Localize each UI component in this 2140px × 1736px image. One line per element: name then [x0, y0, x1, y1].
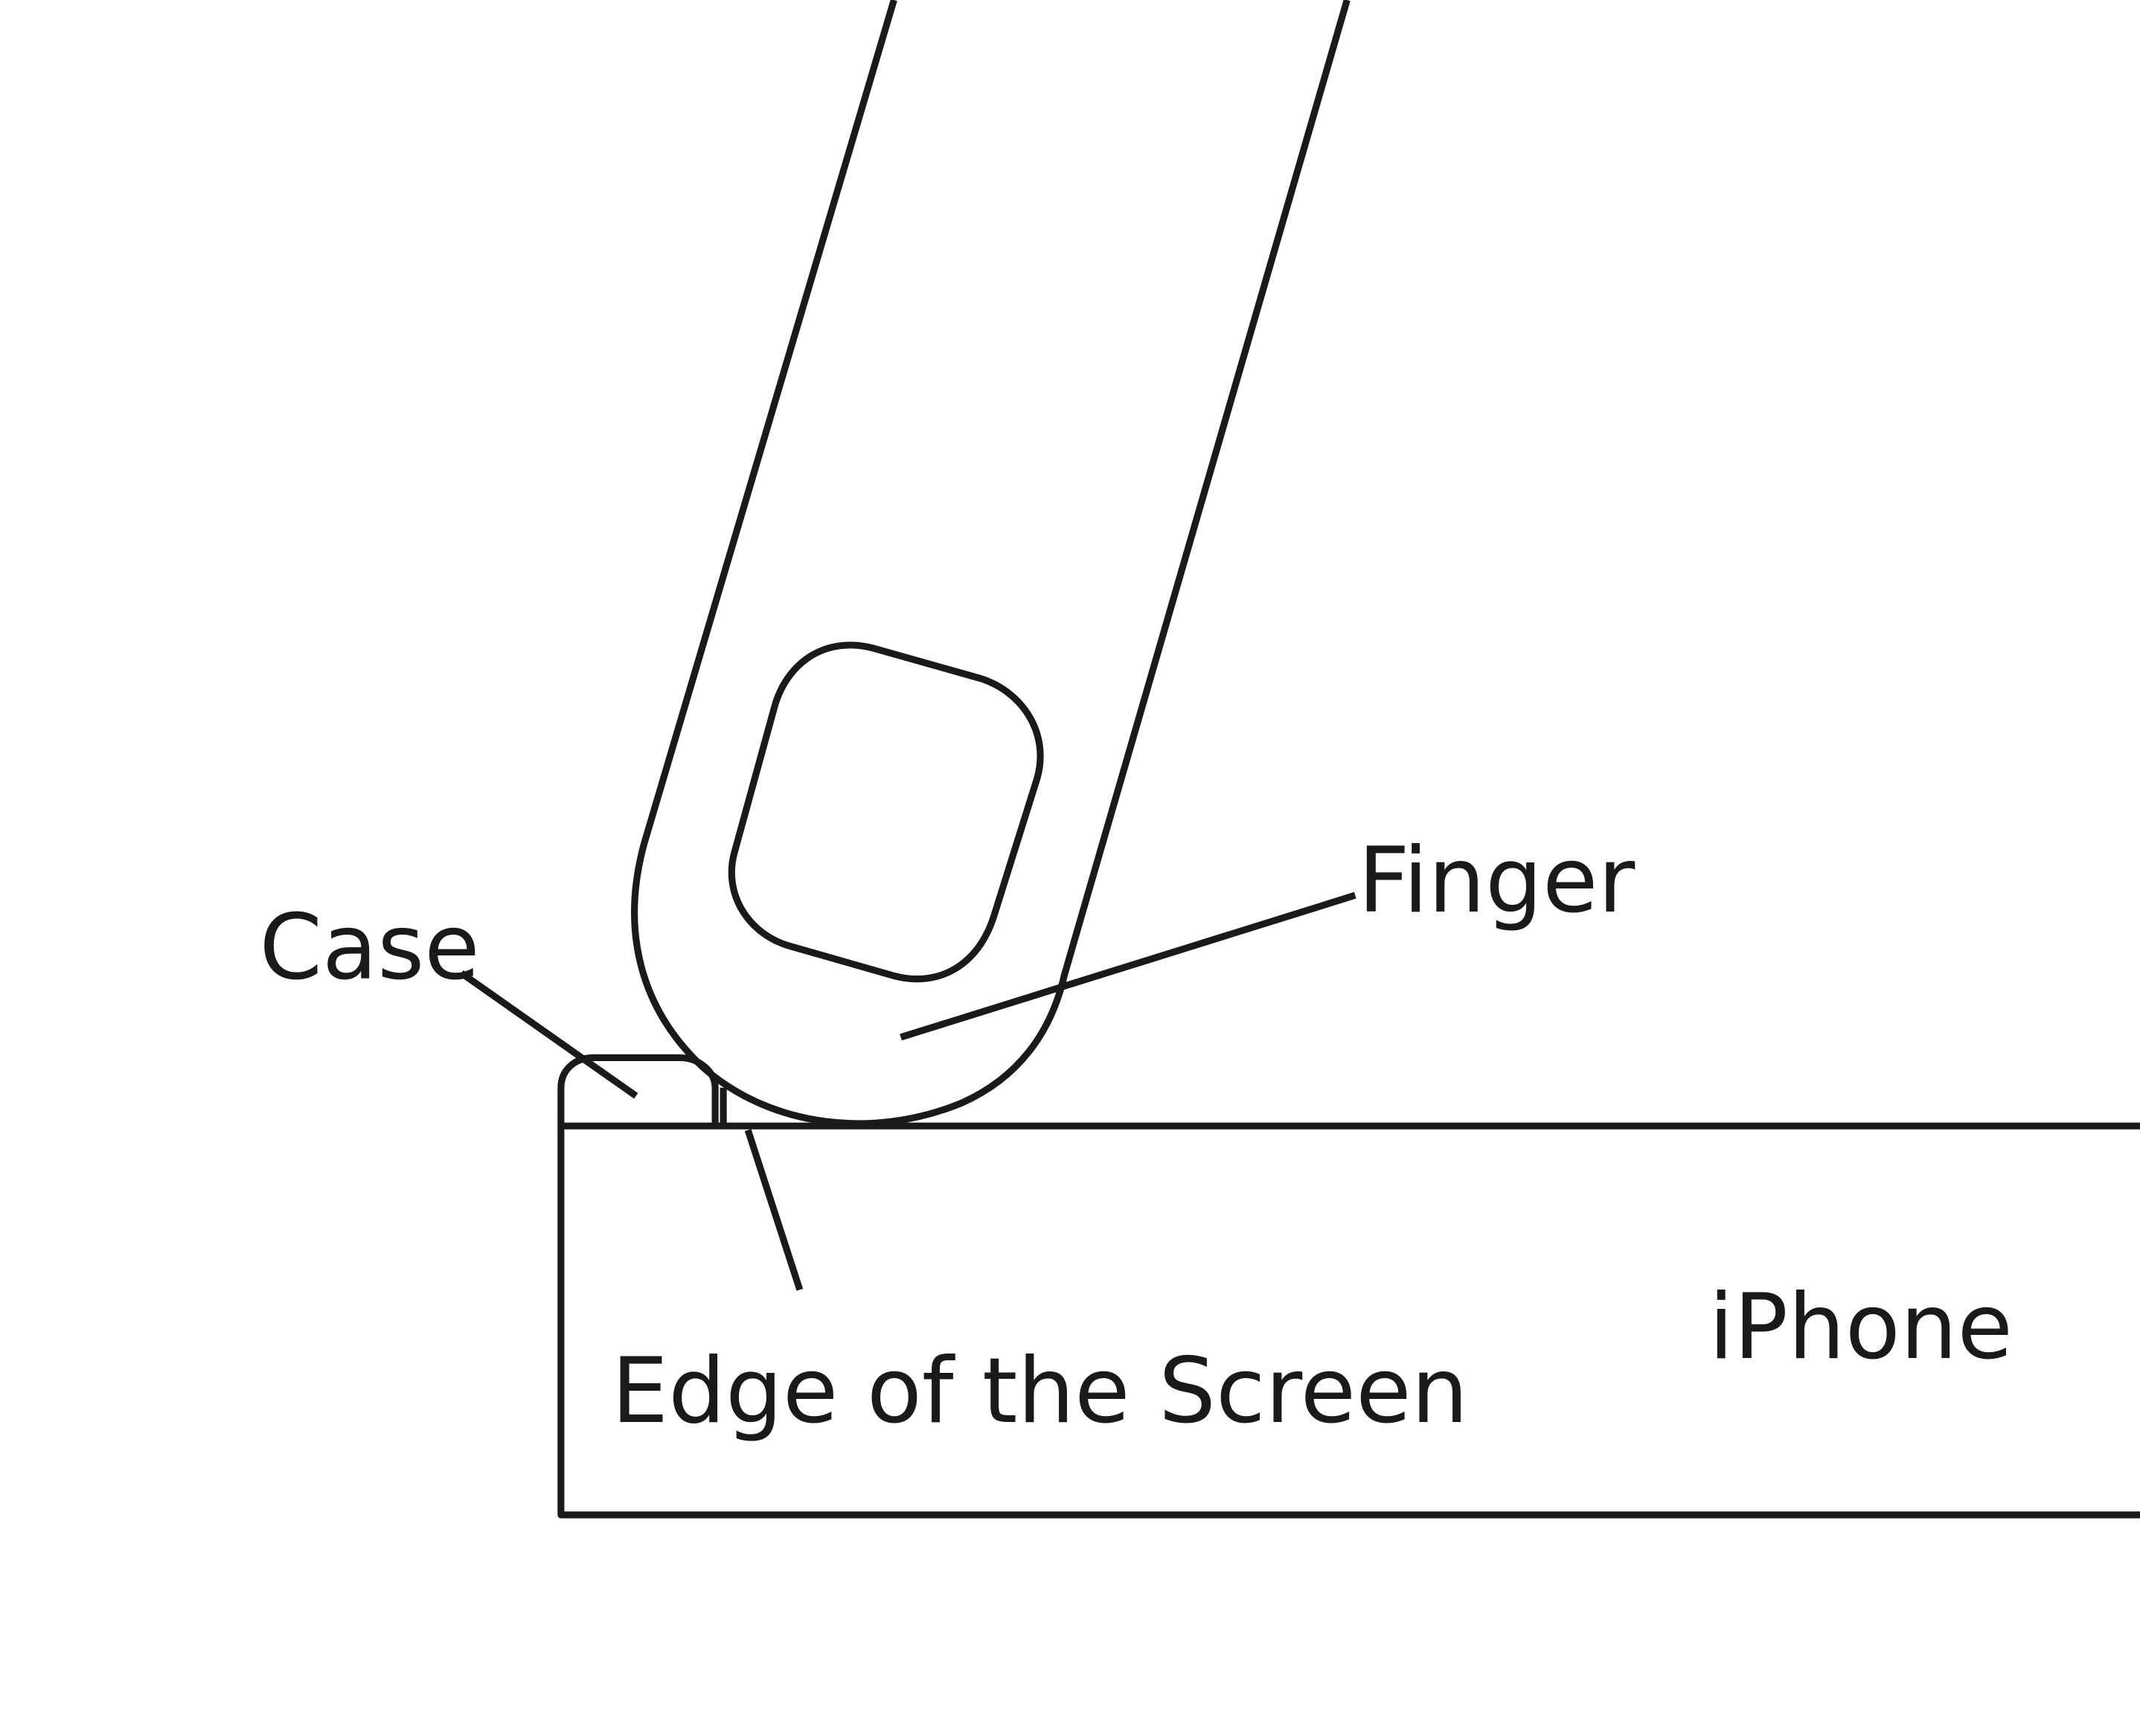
case-leader-line [459, 970, 638, 1099]
fingernail [728, 641, 1044, 983]
case-outline [557, 1054, 719, 1127]
edge-leader-line [744, 1129, 804, 1291]
case-label: Case [260, 895, 480, 1000]
edge-of-screen-label: Edge of the Screen [612, 1339, 1469, 1444]
finger-outline [631, 0, 1351, 1127]
finger-label: Finger [1358, 828, 1635, 933]
finger-leader-line [900, 891, 1356, 1041]
iphone-body [557, 1122, 2140, 1519]
iphone-label: iPhone [1708, 1275, 2013, 1380]
